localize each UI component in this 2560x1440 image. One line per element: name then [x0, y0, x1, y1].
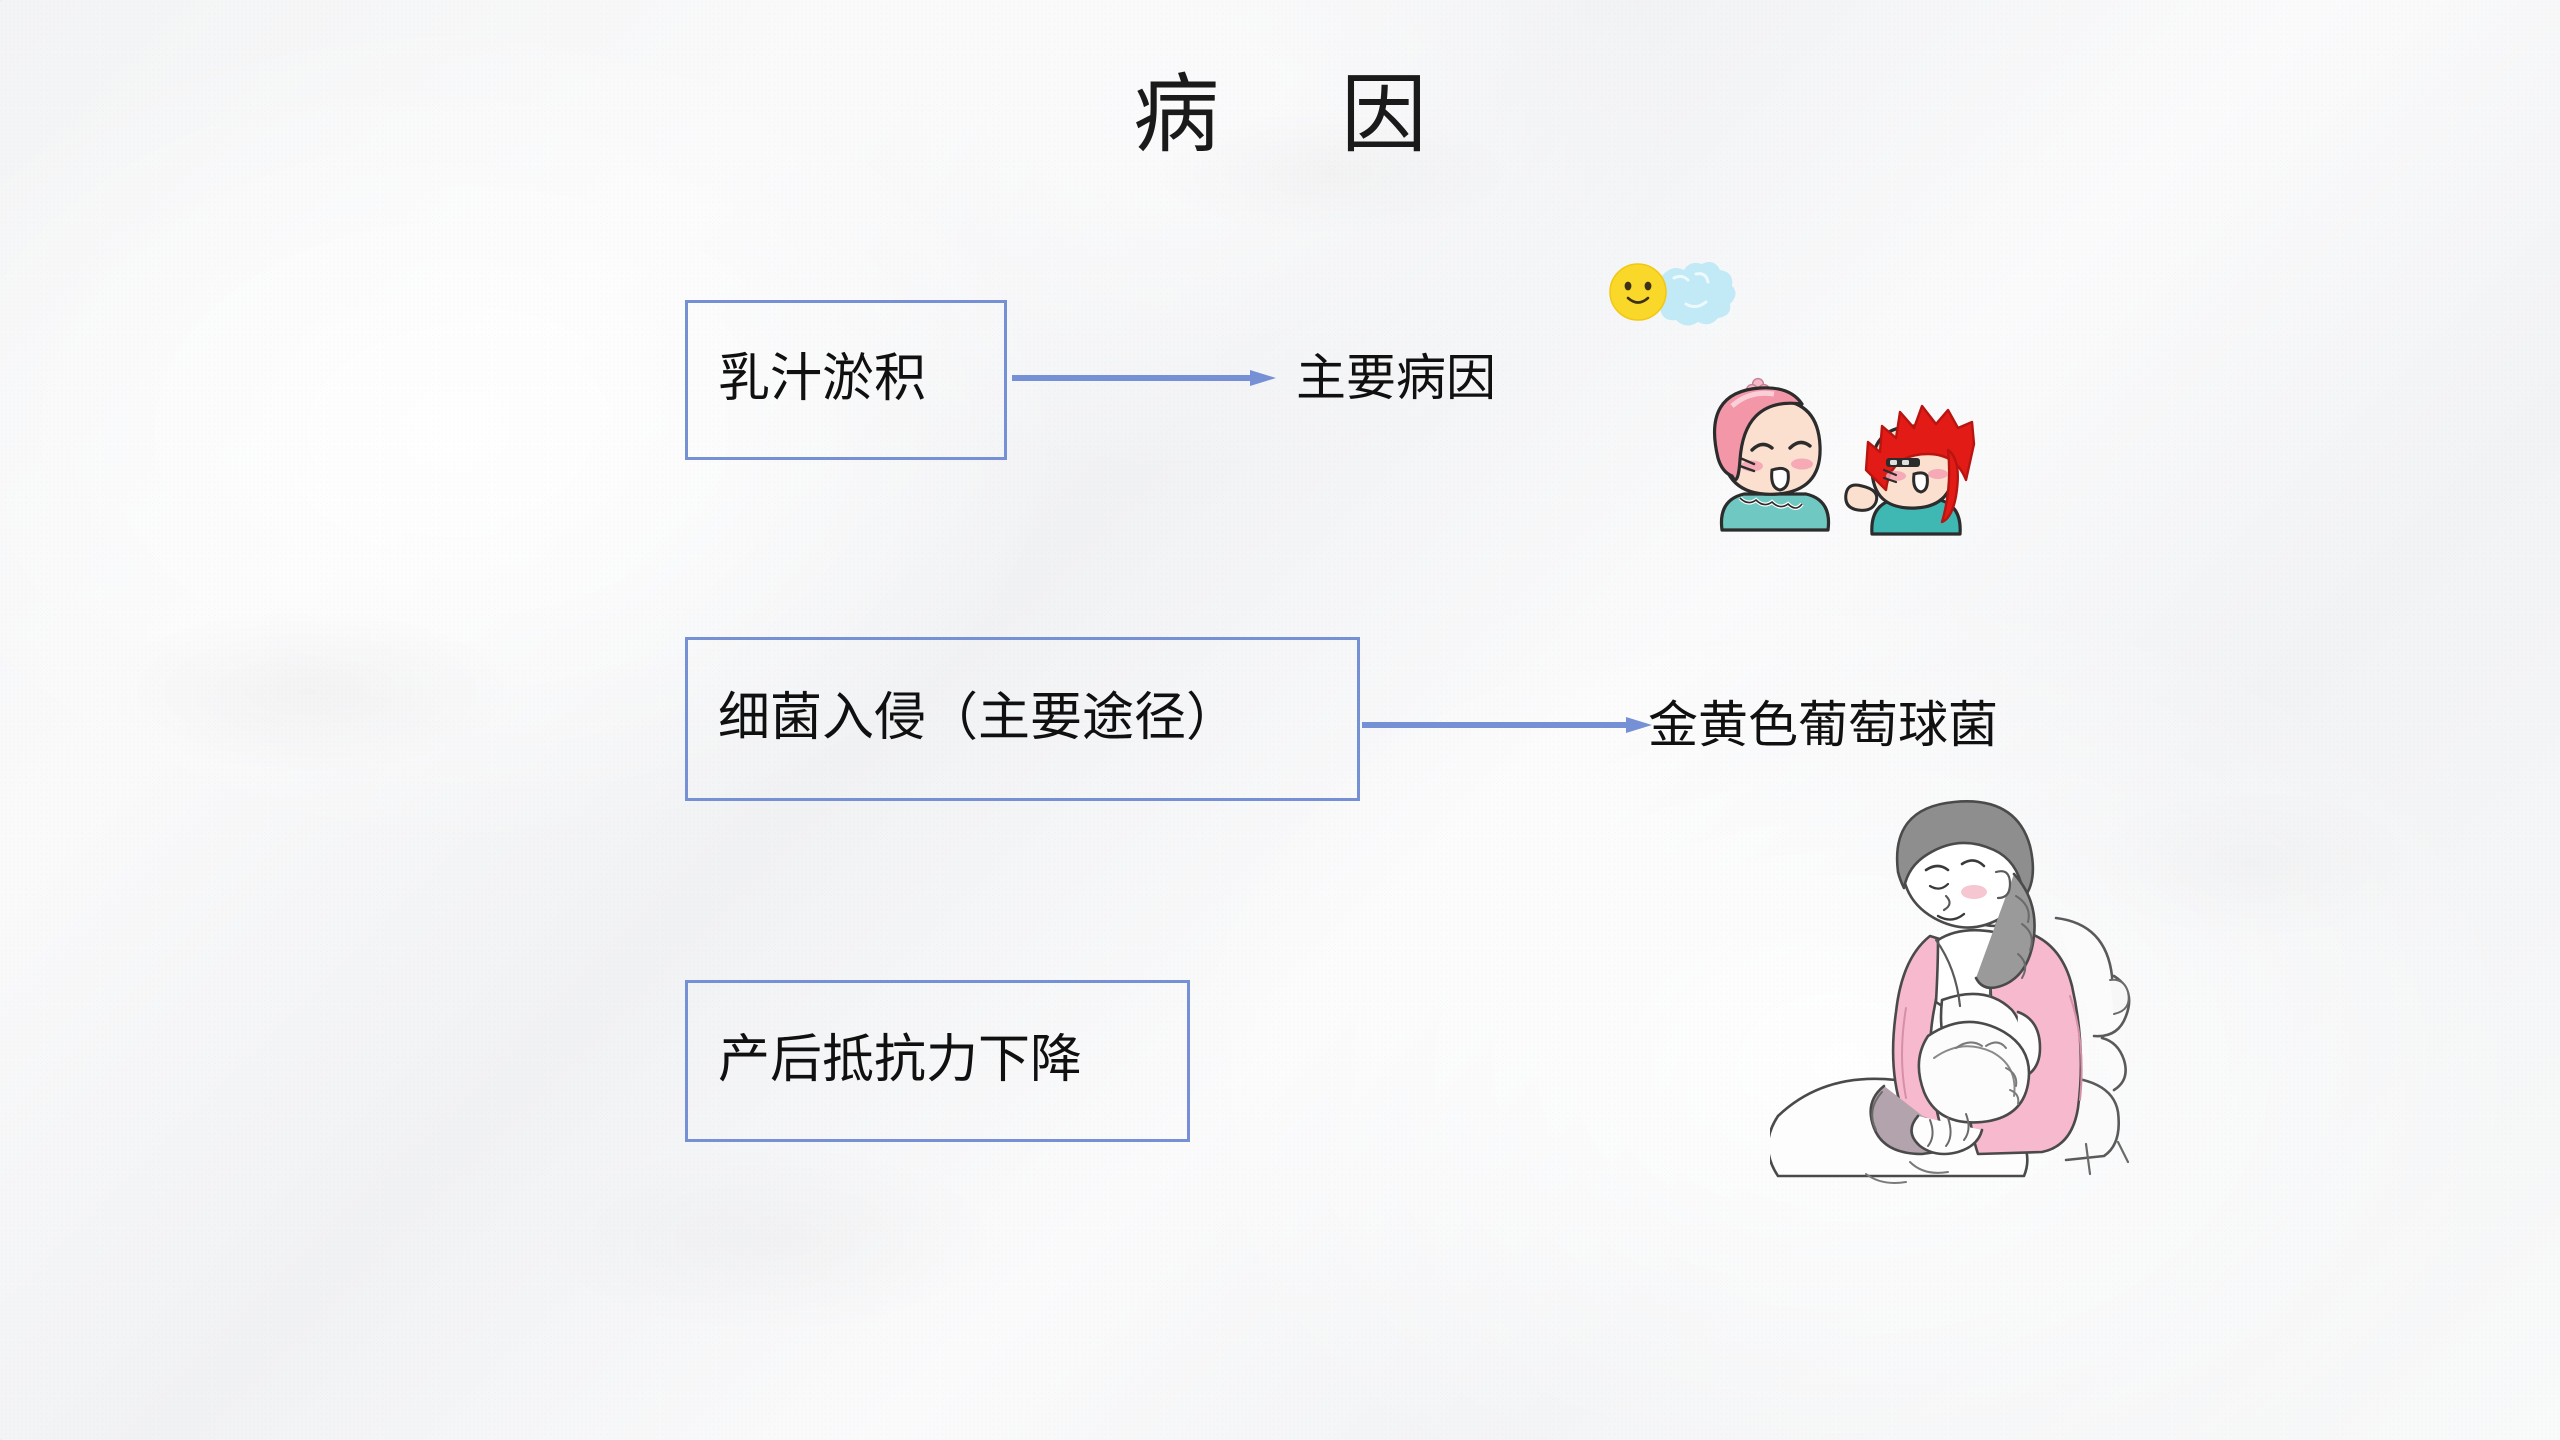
arrow-milk-to-main-cause — [1012, 370, 1276, 386]
flow-box-postpartum-immunity[interactable]: 产后抵抗力下降 — [685, 980, 1190, 1142]
two-cartoon-characters-illustration — [1713, 377, 1976, 536]
smiling-sun-with-cloud-icon — [1609, 262, 1736, 326]
flow-box-bacterial-invasion[interactable]: 细菌入侵（主要途径） — [685, 637, 1360, 801]
mother-breastfeeding-baby-illustration — [1770, 800, 2131, 1184]
label-staphylococcus-aureus: 金黄色葡萄球菌 — [1648, 696, 1998, 754]
flow-box-bacterial-invasion-label: 细菌入侵（主要途径） — [718, 688, 1239, 749]
page-title: 病 因 — [1133, 65, 1450, 165]
label-main-cause: 主要病因 — [1296, 349, 1496, 407]
arrow-bacteria-to-staph — [1362, 717, 1652, 733]
flow-box-milk-stasis[interactable]: 乳汁淤积 — [685, 300, 1007, 460]
flow-box-milk-stasis-label: 乳汁淤积 — [718, 349, 927, 410]
flow-box-postpartum-immunity-label: 产后抵抗力下降 — [718, 1030, 1083, 1091]
